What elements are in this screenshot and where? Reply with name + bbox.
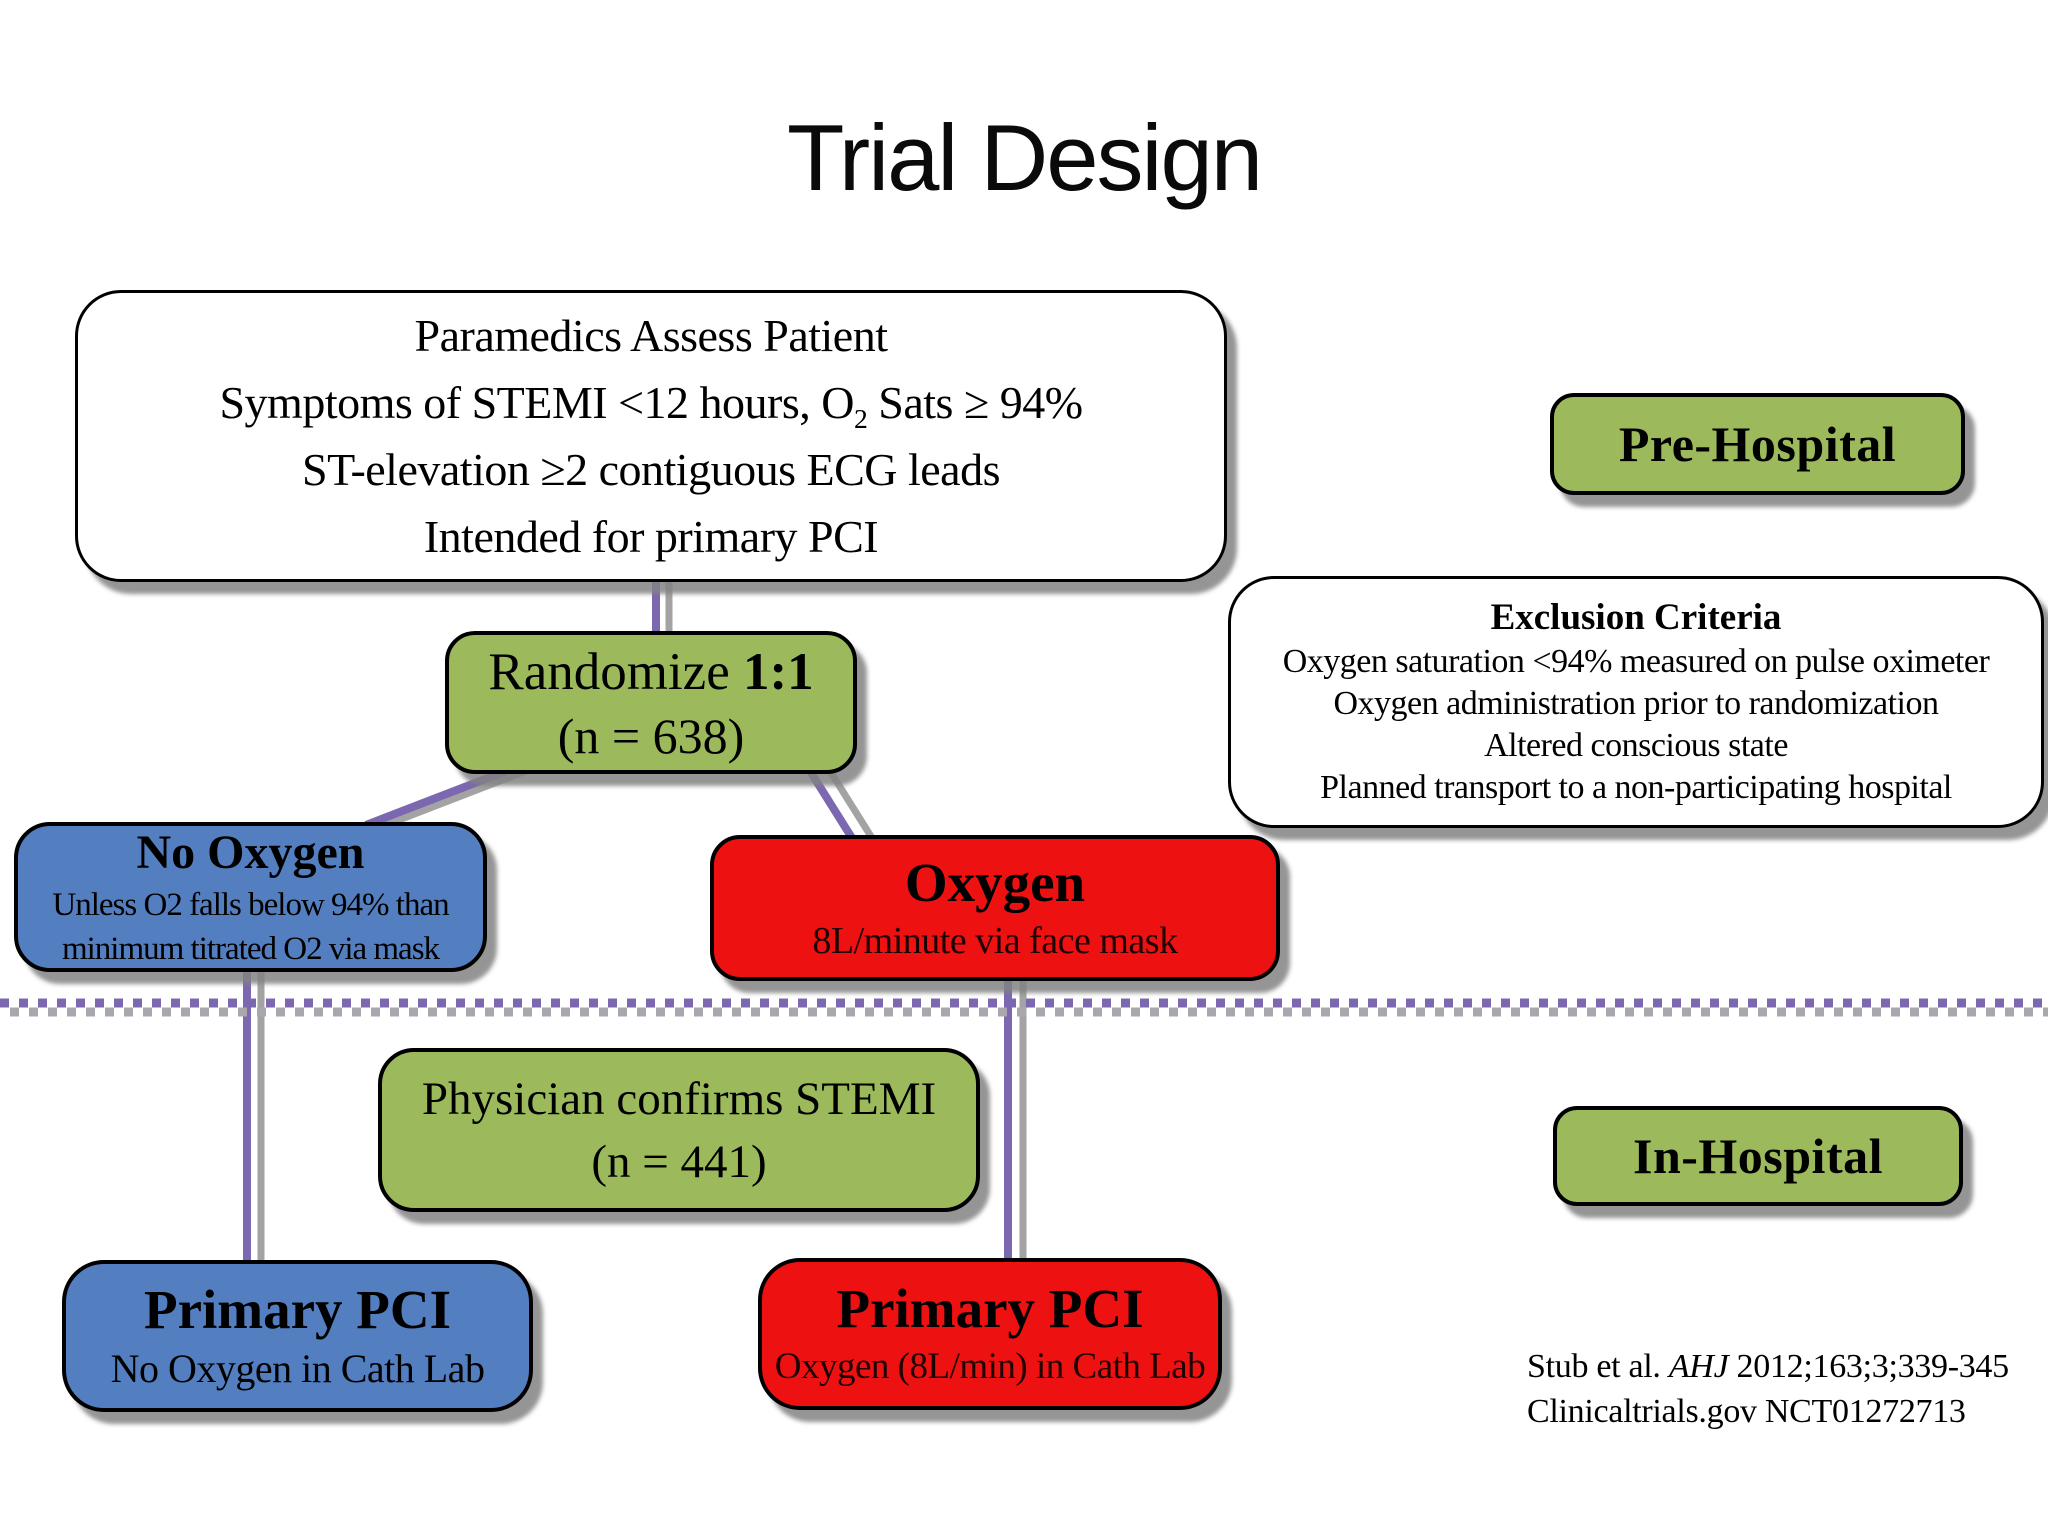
connector-shadow [384, 767, 528, 829]
physician-n: (n = 441) [591, 1136, 767, 1188]
citation-line-1: Stub et al. AHJ 2012;163;3;339-345 [1527, 1348, 2009, 1385]
citation-line-2: Clinicaltrials.gov NCT01272713 [1527, 1393, 1966, 1430]
assessment-line-2: Symptoms of STEMI <12 hours, O2 Sats ≥ 9… [219, 377, 1083, 435]
oxygen-title: Oxygen [904, 852, 1086, 913]
assessment-line-1: Paramedics Assess Patient [414, 310, 889, 361]
exclusion-title: Exclusion Criteria [1490, 597, 1782, 638]
o2-subscript: 2 [853, 403, 868, 435]
randomize-box: Randomize 1:1 (n = 638) [445, 631, 857, 774]
no-oxygen-title: No Oxygen [136, 826, 365, 879]
randomize-ratio: 1:1 [742, 642, 814, 701]
oxygen-box: Oxygen 8L/minute via face mask [710, 835, 1280, 981]
in-hospital-badge: In-Hospital [1553, 1106, 1963, 1206]
exclusion-item: Altered conscious state [1484, 727, 1788, 764]
physician-confirms-box: Physician confirms STEMI (n = 441) [378, 1048, 980, 1212]
exclusion-criteria-box: Exclusion Criteria Oxygen saturation <94… [1228, 576, 2044, 828]
no-oxygen-box: No Oxygen Unless O2 falls below 94% than… [14, 822, 487, 972]
pci-right-title: Primary PCI [836, 1278, 1144, 1339]
primary-pci-no-oxygen-box: Primary PCI No Oxygen in Cath Lab [62, 1260, 533, 1412]
journal-name: AHJ [1668, 1348, 1729, 1385]
citation: Stub et al. AHJ 2012;163;3;339-345 Clini… [1527, 1344, 2047, 1434]
no-oxygen-line-2: minimum titrated O2 via mask [61, 931, 440, 967]
connector-shadow [827, 769, 875, 840]
connector-randomize-nooxygen [364, 767, 508, 829]
no-oxygen-line-1: Unless O2 falls below 94% than [52, 887, 449, 923]
oxygen-subtitle: 8L/minute via face mask [812, 920, 1178, 962]
page-title: Trial Design [787, 105, 1263, 210]
randomize-n: (n = 638) [557, 707, 745, 764]
assessment-line-4: Intended for primary PCI [423, 511, 879, 562]
exclusion-item: Oxygen administration prior to randomiza… [1333, 685, 1939, 722]
assessment-box: Paramedics Assess Patient Symptoms of ST… [75, 290, 1227, 582]
pre-hospital-badge: Pre-Hospital [1550, 393, 1965, 495]
exclusion-item: Planned transport to a non-participating… [1320, 769, 1952, 806]
primary-pci-oxygen-box: Primary PCI Oxygen (8L/min) in Cath Lab [758, 1258, 1222, 1410]
in-hospital-label: In-Hospital [1632, 1128, 1883, 1184]
pci-right-subtitle: Oxygen (8L/min) in Cath Lab [774, 1346, 1206, 1387]
exclusion-item: Oxygen saturation <94% measured on pulse… [1282, 643, 1990, 680]
pci-left-title: Primary PCI [144, 1279, 451, 1340]
connector-randomize-oxygen [806, 768, 856, 841]
physician-line: Physician confirms STEMI [421, 1073, 937, 1125]
pci-left-subtitle: No Oxygen in Cath Lab [110, 1346, 485, 1391]
randomize-line: Randomize 1:1 [488, 642, 814, 701]
assessment-line-3: ST-elevation ≥2 contiguous ECG leads [301, 444, 1001, 495]
pre-hospital-label: Pre-Hospital [1618, 416, 1897, 472]
